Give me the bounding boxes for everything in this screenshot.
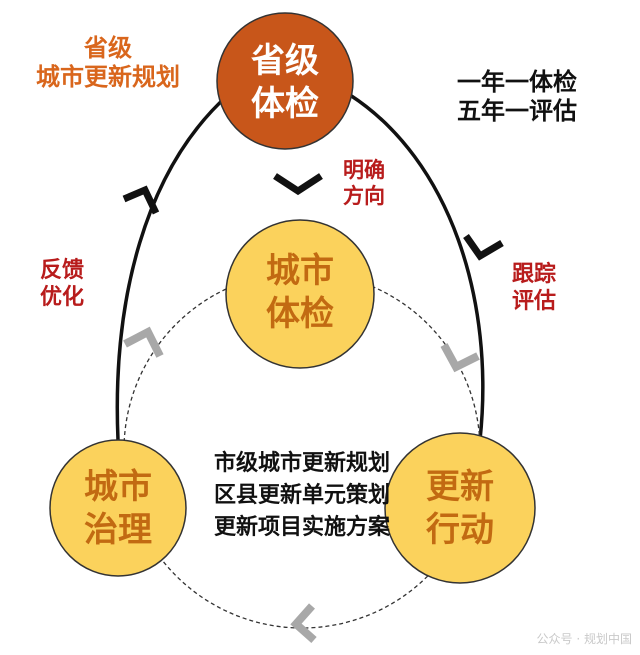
tracking-eval-label: 跟踪 评估: [512, 262, 556, 316]
city-check-line1: 城市: [266, 251, 334, 291]
provincial-check-circle: [216, 12, 354, 150]
city-check-circle: [225, 219, 375, 369]
city-governance-label: 城市 治理: [58, 466, 178, 551]
feedback-opt-line1: 反馈: [40, 258, 85, 283]
city-governance-line2: 治理: [84, 509, 152, 550]
feedback-opt-label: 反馈 优化: [40, 258, 84, 312]
cycle-line2: 五年一评估: [457, 97, 577, 126]
clarify-direction-line2: 方向: [343, 183, 385, 208]
gray-arrow-right-icon: [440, 343, 480, 373]
center-list-item: 更新项目实施方案: [213, 514, 390, 540]
provincial-plan-line1: 省级: [84, 34, 132, 62]
provincial-check-line2: 体检: [251, 83, 319, 124]
feedback-opt-line2: 优化: [40, 284, 85, 310]
city-governance-circle: [49, 439, 187, 577]
provincial-check-line1: 省级: [251, 41, 319, 81]
watermark: 公众号 · 规划中国: [536, 632, 632, 646]
cycle-line1: 一年一体检: [457, 68, 577, 96]
provincial-check-label: 省级 体检: [225, 40, 345, 125]
cycle-label: 一年一体检 五年一评估: [442, 68, 592, 127]
city-check-line2: 体检: [266, 293, 334, 334]
renewal-action-circle: [384, 432, 536, 584]
clarify-direction-label: 明确 方向: [343, 158, 385, 209]
tracking-eval-line1: 跟踪: [512, 262, 557, 287]
city-check-label: 城市 体检: [240, 250, 360, 335]
gray-arrow-left-icon: [123, 326, 164, 358]
city-governance-line1: 城市: [84, 467, 152, 507]
provincial-plan-line2: 城市更新规划: [36, 63, 180, 92]
center-list: 市级城市更新规划 区县更新单元策划 更新项目实施方案: [192, 448, 412, 544]
tracking-eval-line2: 评估: [512, 288, 557, 314]
arrow-right-loop-icon: [463, 233, 504, 261]
renewal-action-line1: 更新: [426, 467, 494, 507]
center-list-item: 区县更新单元策划: [213, 482, 390, 508]
center-list-item: 市级城市更新规划: [213, 451, 390, 476]
arrow-down-icon: [273, 173, 323, 196]
clarify-direction-line1: 明确: [343, 158, 385, 182]
outer-loop: [115, 93, 485, 441]
gray-arrow-bottom-icon: [290, 603, 317, 643]
renewal-action-label: 更新 行动: [400, 466, 520, 551]
renewal-action-line2: 行动: [426, 509, 494, 550]
arrow-up-loop-icon: [122, 185, 160, 215]
provincial-plan-label: 省级 城市更新规划: [18, 34, 198, 93]
